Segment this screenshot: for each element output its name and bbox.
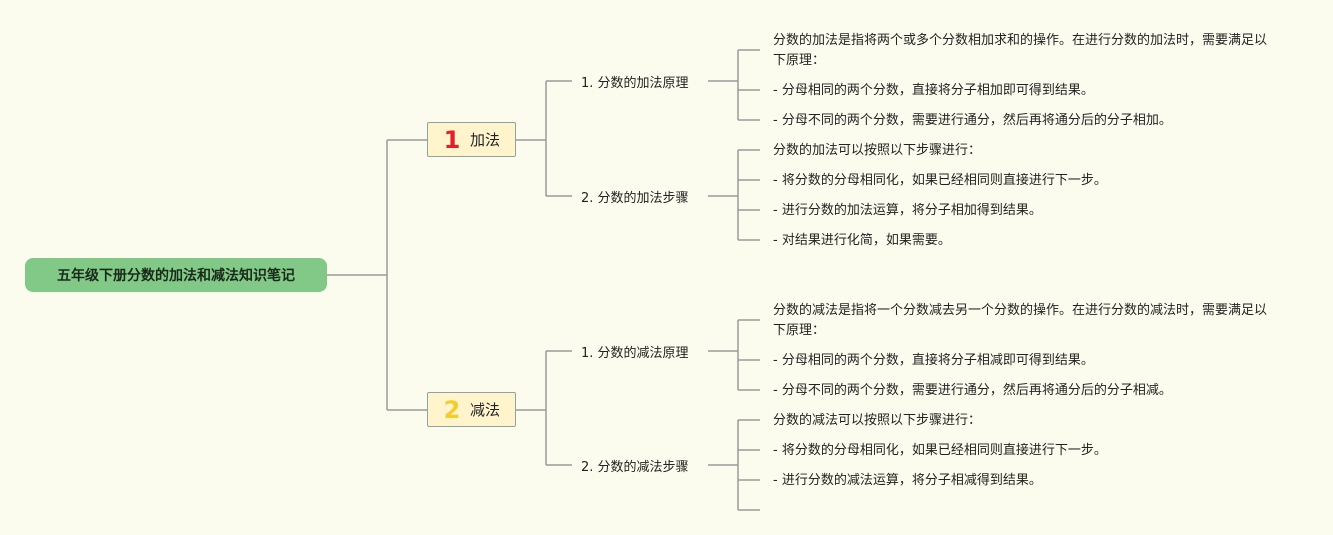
leaf-text: - 对结果进行化简，如果需要。 <box>773 233 951 248</box>
leaf-text: 分数的减法可以按照以下步骤进行： <box>773 413 982 428</box>
branch-label: 减法 <box>470 401 501 419</box>
leaf-text: - 将分数的分母相同化，如果已经相同则直接进行下一步。 <box>773 443 1107 458</box>
number-two-icon: 2 <box>443 395 461 424</box>
leaf-text: - 分母相同的两个分数，直接将分子相减即可得到结果。 <box>773 353 1094 368</box>
subtopic-subtraction-steps[interactable]: 2. 分数的减法步骤 <box>581 460 689 475</box>
leaf-text: 分数的加法是指将两个或多个分数相加求和的操作。在进行分数的加法时，需要满足以下原… <box>773 33 1268 68</box>
subtopic-addition-principle[interactable]: 1. 分数的加法原理 <box>581 76 689 91</box>
leaf-text: - 进行分数的减法运算，将分子相减得到结果。 <box>773 473 1042 488</box>
leaf-text: - 分母不同的两个分数，需要进行通分，然后再将通分后的分子相加。 <box>773 113 1172 128</box>
root-title: 五年级下册分数的加法和减法知识笔记 <box>57 268 295 284</box>
leaf-text: - 进行分数的加法运算，将分子相加得到结果。 <box>773 203 1042 218</box>
leaf-text: - 分母相同的两个分数，直接将分子相加即可得到结果。 <box>773 83 1094 98</box>
branch-label: 加法 <box>470 131 501 149</box>
number-one-icon: 1 <box>443 125 461 154</box>
leaf-text: 分数的减法是指将一个分数减去另一个分数的操作。在进行分数的减法时，需要满足以下原… <box>773 303 1268 338</box>
branch-subtraction[interactable]: 2 减法 <box>427 392 516 427</box>
root-node[interactable]: 五年级下册分数的加法和减法知识笔记 <box>25 258 327 292</box>
leaf-text: - 将分数的分母相同化，如果已经相同则直接进行下一步。 <box>773 173 1107 188</box>
leaf-text: - 分母不同的两个分数，需要进行通分，然后再将通分后的分子相减。 <box>773 383 1172 398</box>
subtopic-addition-steps[interactable]: 2. 分数的加法步骤 <box>581 191 689 206</box>
branch-addition[interactable]: 1 加法 <box>427 122 516 157</box>
leaf-text: 分数的加法可以按照以下步骤进行： <box>773 143 982 158</box>
subtopic-subtraction-principle[interactable]: 1. 分数的减法原理 <box>581 346 689 361</box>
